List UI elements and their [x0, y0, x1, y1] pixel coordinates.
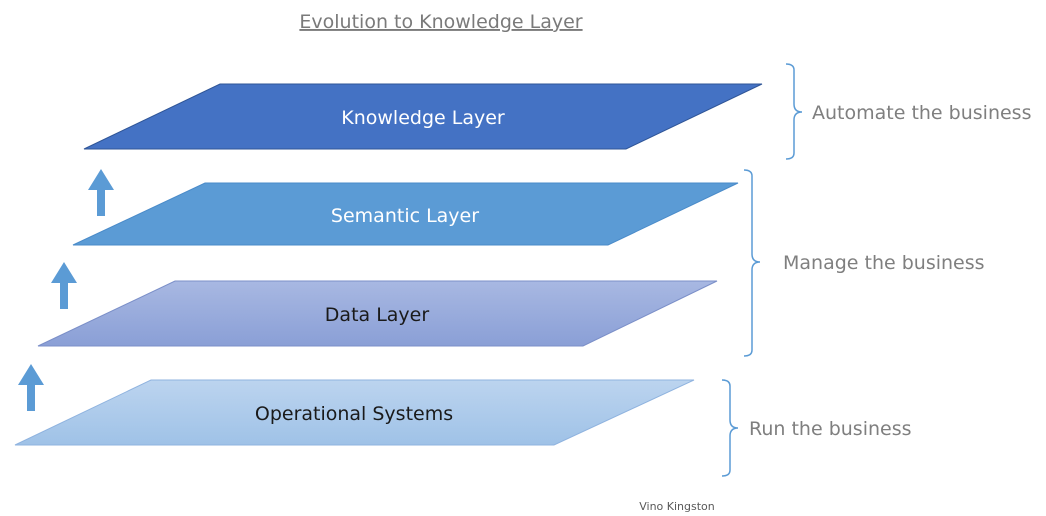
diagram-title: Evolution to Knowledge Layer [299, 11, 582, 33]
bracket-label-run: Run the business [749, 418, 912, 440]
author-credit: Vino Kingston [639, 500, 715, 513]
layer-knowledge-label: Knowledge Layer [341, 107, 505, 129]
bracket-run [721, 379, 739, 477]
layer-semantic-shape [72, 182, 739, 246]
layer-data-shape [37, 280, 718, 347]
layer-knowledge-shape [83, 83, 763, 150]
layer-operational-shape [14, 379, 695, 446]
bracket-label-automate: Automate the business [812, 102, 1031, 124]
up-arrow-icon [51, 262, 77, 309]
layer-data-label: Data Layer [325, 304, 430, 326]
layer-data: Data Layer [37, 280, 718, 347]
layer-operational-label: Operational Systems [255, 403, 453, 425]
bracket-manage [743, 169, 761, 357]
layer-knowledge: Knowledge Layer [83, 83, 763, 150]
layer-semantic: Semantic Layer [72, 182, 739, 246]
layer-operational: Operational Systems [14, 379, 695, 446]
layer-semantic-label: Semantic Layer [331, 205, 479, 227]
up-arrow-icon [88, 169, 114, 216]
bracket-automate [785, 63, 803, 160]
bracket-label-manage: Manage the business [783, 252, 985, 274]
up-arrow-icon [18, 364, 44, 411]
